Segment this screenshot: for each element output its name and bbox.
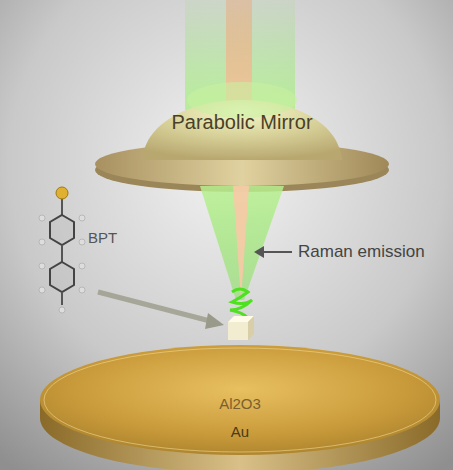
- beam-label: Raman emission: [298, 243, 425, 262]
- molecule-label: BPT: [88, 230, 117, 247]
- mirror-label: Parabolic Mirror: [171, 111, 312, 133]
- layer-label: Al2O3: [219, 396, 261, 413]
- substrate-label: Au: [231, 424, 249, 441]
